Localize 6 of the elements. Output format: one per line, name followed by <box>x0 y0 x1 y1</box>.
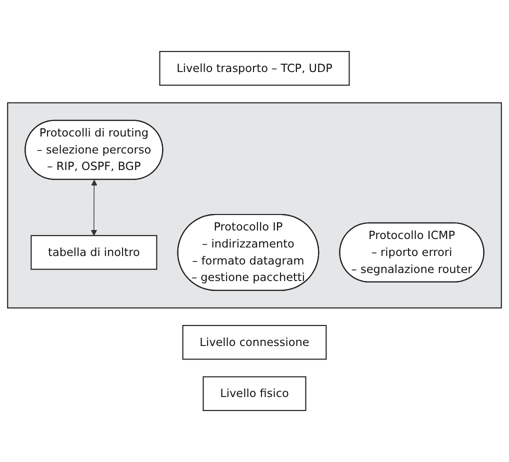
node-box: Livello connessione <box>182 324 327 360</box>
arrow <box>90 180 98 236</box>
node-box: Livello fisico <box>202 376 306 412</box>
cluster <box>7 102 502 308</box>
node-box: tabella di inoltro <box>30 235 158 270</box>
node-box: Livello trasporto – TCP, UDP <box>159 50 350 86</box>
